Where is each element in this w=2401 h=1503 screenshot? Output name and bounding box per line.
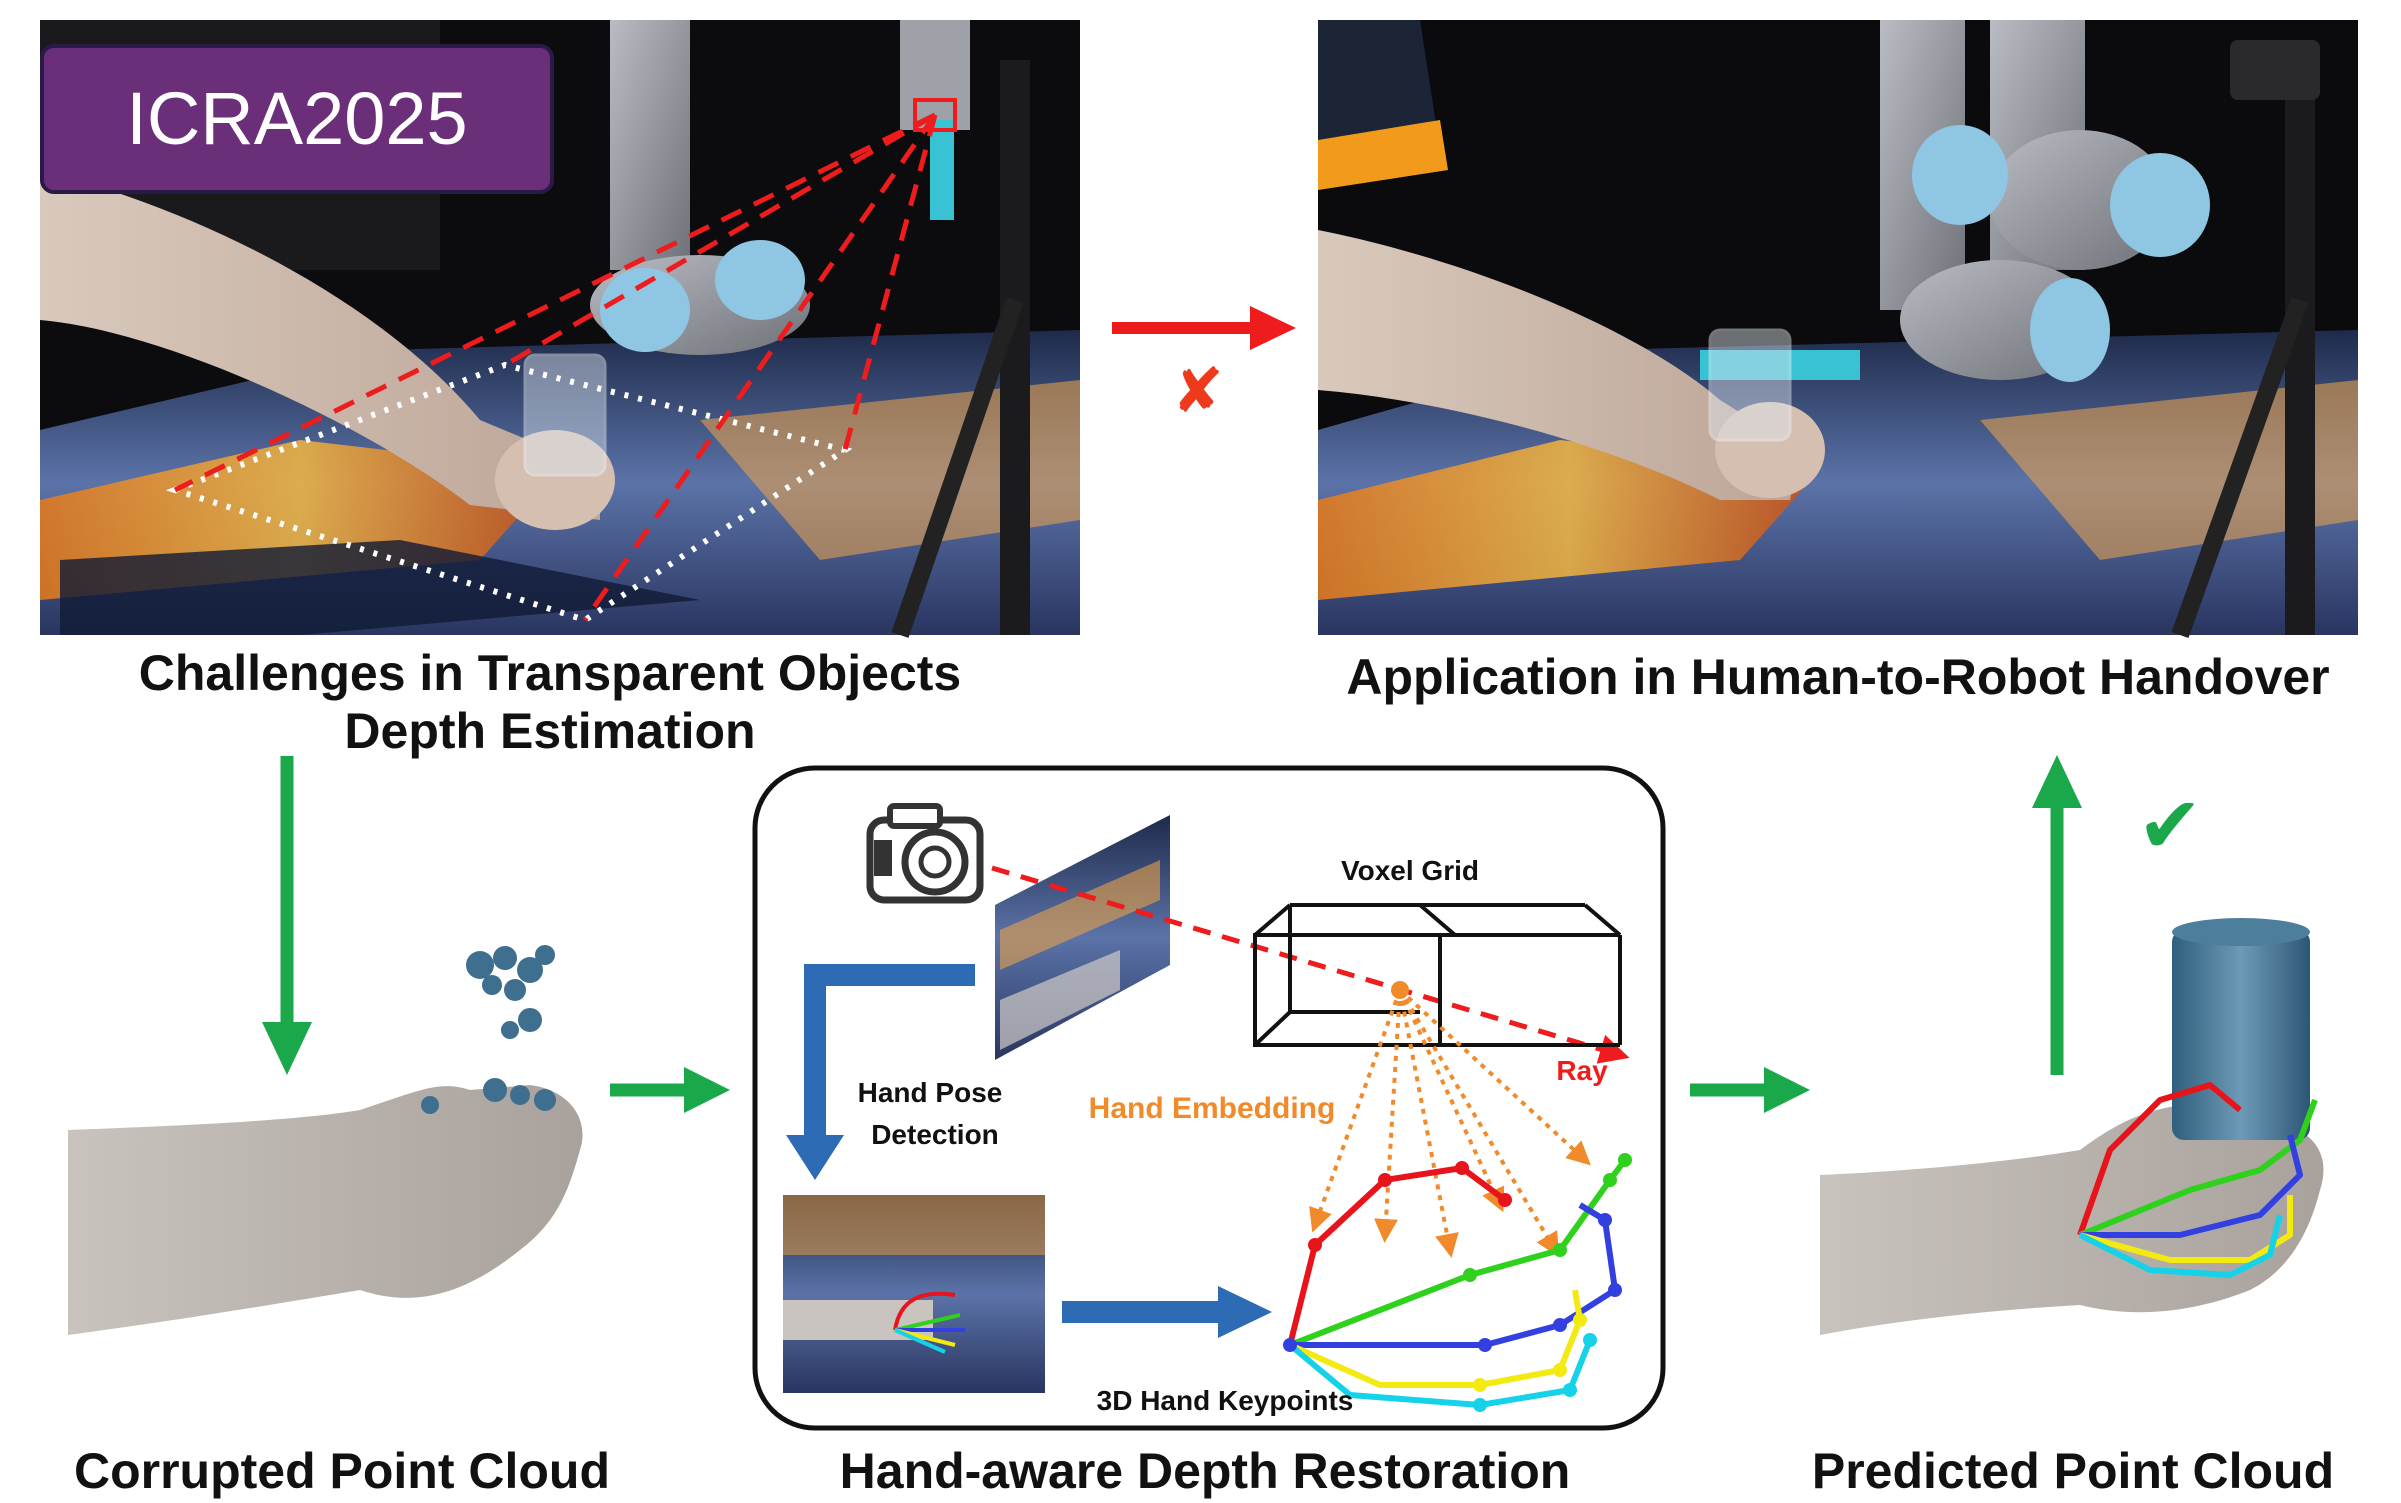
- predicted-point-cloud: [1820, 918, 2324, 1335]
- caption-corrupted: Corrupted Point Cloud: [74, 1443, 610, 1499]
- hand-pose-label-2: Detection: [871, 1119, 999, 1150]
- voxel-grid: [1253, 903, 1622, 1047]
- hand-embedding-label: Hand Embedding: [1089, 1092, 1336, 1125]
- image-plane: [995, 815, 1170, 1060]
- caption-challenges-1: Challenges in Transparent Objects: [139, 645, 961, 701]
- detection-image: [783, 1195, 1045, 1393]
- green-arrow-right-1: [610, 1067, 730, 1113]
- check-icon: ✔: [2137, 781, 2202, 871]
- ray-label: Ray: [1556, 1055, 1608, 1086]
- caption-application: Application in Human-to-Robot Handover: [1346, 649, 2329, 705]
- fail-arrow: ✘: [1112, 306, 1296, 427]
- caption-predicted: Predicted Point Cloud: [1812, 1443, 2334, 1499]
- green-arrow-right-2: [1690, 1067, 1810, 1113]
- hand-pose-label-1: Hand Pose: [858, 1077, 1003, 1108]
- conference-badge: ICRA2025: [40, 44, 554, 194]
- cross-icon: ✘: [1172, 354, 1224, 427]
- hand-keypoints-skeleton: [1283, 1153, 1632, 1412]
- green-arrow-down: [262, 756, 312, 1075]
- camera-icon: [866, 803, 984, 904]
- voxel-grid-label: Voxel Grid: [1341, 855, 1479, 886]
- hand-embedding-rays: [1309, 988, 1591, 1258]
- corrupted-point-cloud: [68, 945, 583, 1335]
- hand-pose-arrow: [786, 964, 975, 1180]
- caption-challenges-2: Depth Estimation: [344, 703, 755, 759]
- badge-text: ICRA2025: [126, 77, 467, 160]
- keypoints-label: 3D Hand Keypoints: [1097, 1385, 1354, 1416]
- keypoints-arrow: [1062, 1286, 1272, 1338]
- caption-restoration: Hand-aware Depth Restoration: [840, 1443, 1571, 1499]
- scene-photo-right: [1318, 20, 2358, 639]
- green-arrow-up: [2032, 755, 2082, 1075]
- method-box: Ray Voxel Grid Hand Em: [752, 765, 1666, 1431]
